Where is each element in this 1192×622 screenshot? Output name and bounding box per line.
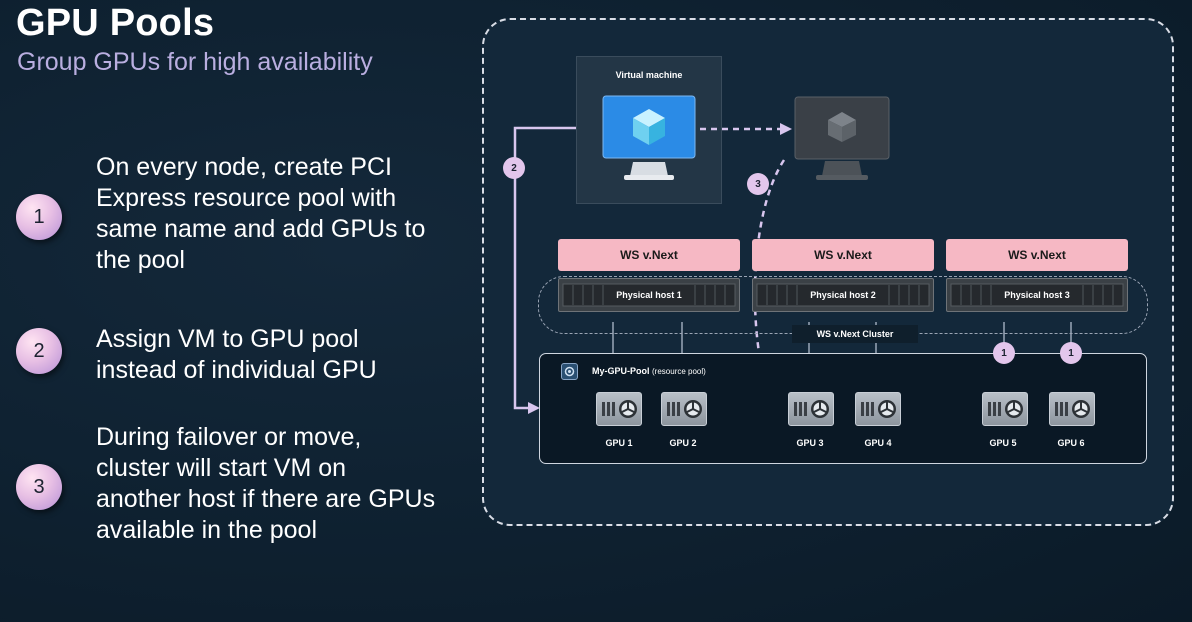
node-1-os: WS v.Next — [558, 239, 740, 271]
badge-assign-vm: 2 — [503, 157, 525, 179]
host-1-label: Physical host 1 — [616, 290, 682, 300]
gpu-card-icon — [855, 392, 901, 426]
physical-host-1: Physical host 1 — [558, 278, 740, 312]
gpu-card-icon — [982, 392, 1028, 426]
page-subtitle: Group GPUs for high availability — [17, 48, 373, 76]
step-2-number: 2 — [16, 328, 62, 374]
badge-add-gpu-5: 1 — [993, 342, 1015, 364]
cluster-label: WS v.Next Cluster — [792, 325, 918, 343]
server-rack-icon — [756, 283, 930, 307]
physical-host-2: Physical host 2 — [752, 278, 934, 312]
physical-host-3: Physical host 3 — [946, 278, 1128, 312]
gpu-2-label: GPU 2 — [669, 438, 697, 448]
gpu-1-label: GPU 1 — [605, 438, 633, 448]
failover-vm-monitor-icon — [794, 96, 890, 180]
page-title: GPU Pools — [16, 2, 215, 44]
gpu-3-label: GPU 3 — [796, 438, 824, 448]
pool-name: My-GPU-Pool — [592, 366, 650, 376]
badge-add-gpu-6: 1 — [1060, 342, 1082, 364]
gpu-4-label: GPU 4 — [864, 438, 892, 448]
step-1-text: On every node, create PCI Express resour… — [96, 153, 426, 274]
gpu-card-icon — [1049, 392, 1095, 426]
server-rack-icon — [950, 283, 1124, 307]
gpu-card-icon — [661, 392, 707, 426]
step-3-number: 3 — [16, 464, 62, 510]
node-2-os: WS v.Next — [752, 239, 934, 271]
gpu-card-icon — [596, 392, 642, 426]
gpu-card-icon — [788, 392, 834, 426]
step-2-text: Assign VM to GPU pool instead of individ… — [96, 325, 377, 384]
pool-label: My-GPU-Pool (resource pool) — [592, 366, 706, 376]
gpu-5-label: GPU 5 — [989, 438, 1017, 448]
pool-suffix: (resource pool) — [652, 367, 706, 376]
resource-pool-icon — [561, 363, 578, 380]
step-1-number: 1 — [16, 194, 62, 240]
host-3-label: Physical host 3 — [1004, 290, 1070, 300]
badge-failover: 3 — [747, 173, 769, 195]
gpu-6-label: GPU 6 — [1057, 438, 1085, 448]
vm-label: Virtual machine — [615, 70, 683, 80]
node-3-os: WS v.Next — [946, 239, 1128, 271]
vm-monitor-icon — [602, 95, 696, 180]
host-2-label: Physical host 2 — [810, 290, 876, 300]
server-rack-icon — [562, 283, 736, 307]
step-3-text: During failover or move, cluster will st… — [96, 423, 436, 544]
